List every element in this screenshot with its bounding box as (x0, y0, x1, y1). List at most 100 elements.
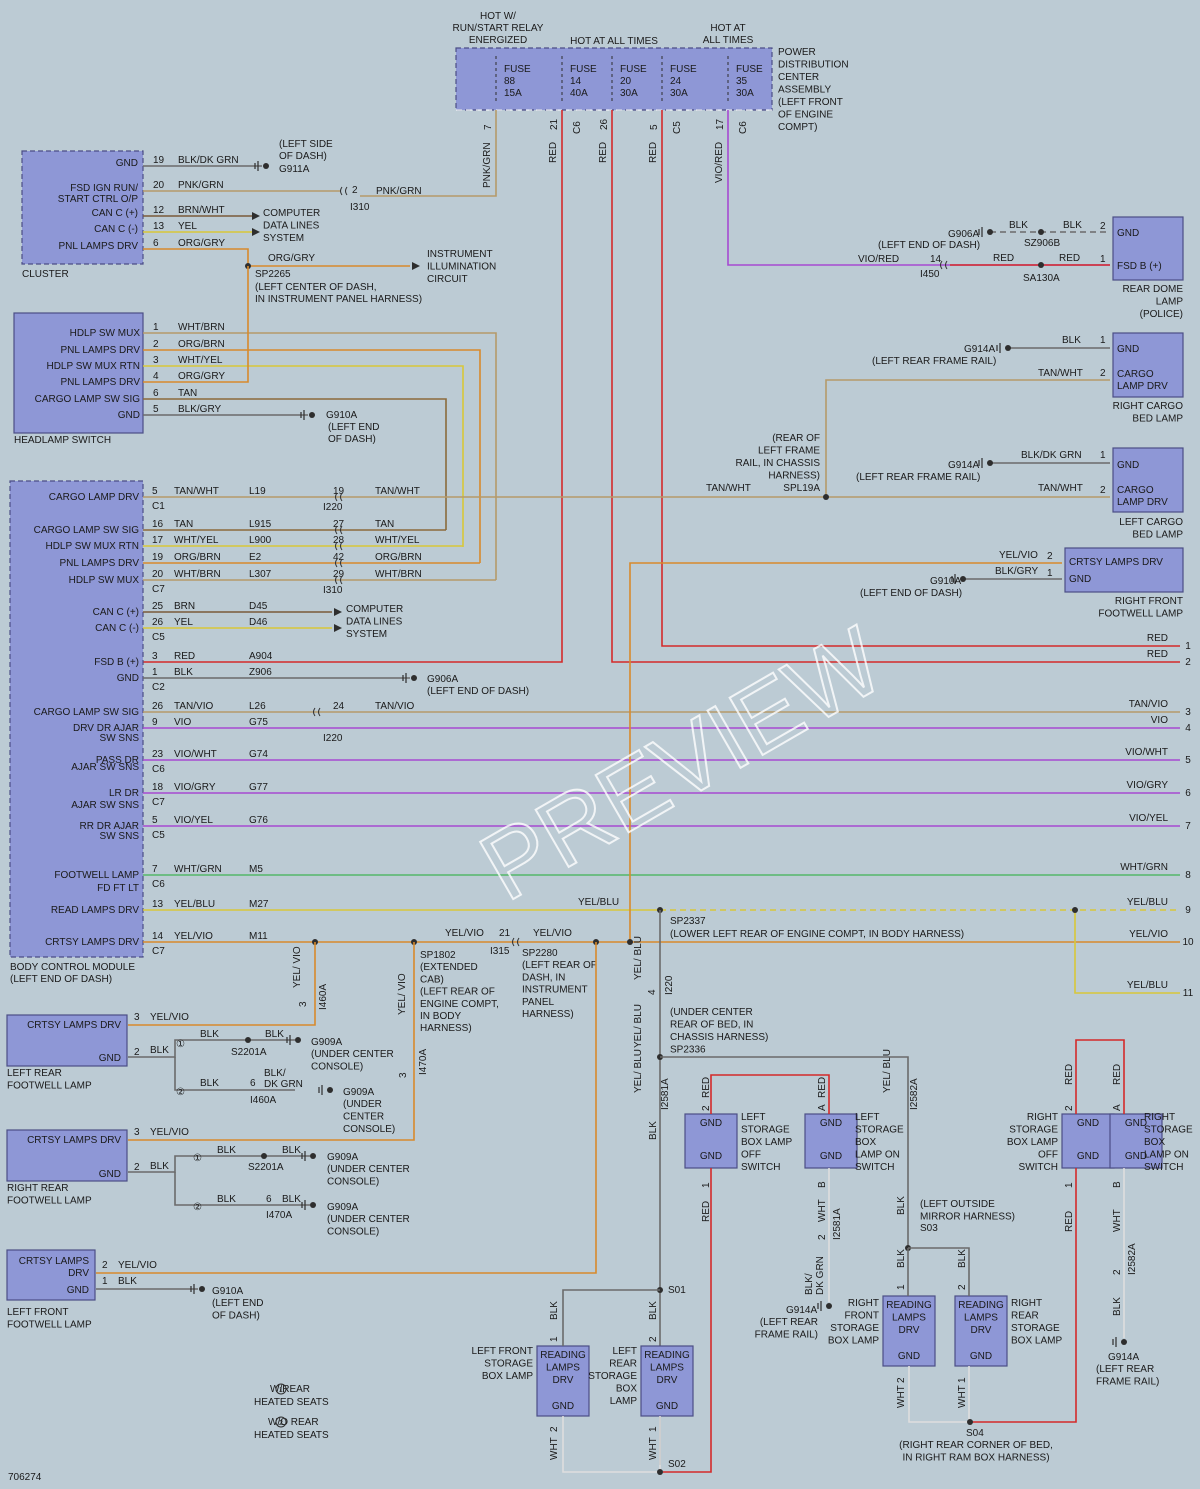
bcm-pin-num: 19 (152, 552, 164, 563)
legend-num: 2 (279, 1420, 283, 1427)
illum-label: CIRCUIT (427, 274, 468, 285)
spl19a-label: (REAR OF (772, 433, 820, 444)
wire-label: TAN/WHT (1038, 368, 1083, 379)
connector-pin: 4 (647, 989, 658, 995)
illum-label: INSTRUMENT (427, 249, 493, 260)
rf-box-title: FRONT (845, 1311, 879, 1322)
rf-footwell-pin: GND (1069, 574, 1091, 585)
pdc-title: (LEFT FRONT (778, 97, 843, 108)
right-cargo-title: BED LAMP (1132, 414, 1183, 425)
rr-box-title: RIGHT (1011, 1298, 1042, 1309)
headlamp-wire-label: ORG/BRN (178, 339, 225, 350)
lsb-on-switch-title: LEFT (855, 1112, 879, 1123)
bcm-circuit: L915 (249, 519, 272, 530)
bcm-wire-label: YEL (174, 617, 193, 628)
ground-location: CONSOLE) (327, 1177, 379, 1188)
sp2280-label: PANEL (522, 997, 554, 1008)
wire-label: BLK/GRY (995, 566, 1038, 577)
lsb-off-switch-title: STORAGE (741, 1125, 790, 1136)
wire-label: YEL/ BLU (633, 936, 644, 980)
fuse-number: 20 (620, 76, 632, 87)
wire-cargo-sw (143, 398, 447, 530)
wire-label: BLK (957, 1249, 968, 1268)
splice-location: (LEFT CENTER OF DASH, (255, 282, 377, 293)
pin-num: 1 (1100, 450, 1106, 461)
bcm-pin-label: CAN C (-) (95, 623, 139, 634)
cluster-pin-num: 6 (153, 238, 159, 249)
connector-id: I2582A (909, 1078, 920, 1110)
ground-mark (1112, 1337, 1117, 1347)
bcm-pin-num: 16 (152, 519, 164, 530)
bcm-pin-num: 3 (152, 651, 158, 662)
pdc-box (455, 47, 773, 111)
connector-pin: 14 (930, 254, 942, 265)
wire-label: RED (1112, 1064, 1123, 1085)
pin-num: 2 (1100, 368, 1106, 379)
bcm-inline-wire: WHT/BRN (375, 569, 422, 580)
bcm-sub-label: SW SNS (100, 733, 140, 744)
ground-g914a-lc (987, 460, 993, 466)
headlamp-pin-num: 4 (153, 371, 159, 382)
wire-rf-crtsy (629, 562, 1062, 942)
wire-label: BLK (896, 1249, 907, 1268)
fuse-pin: 7 (483, 124, 494, 130)
data-lines-label: SYSTEM (346, 629, 387, 640)
connector-pin: 2 (1112, 1269, 1123, 1275)
cluster-pin-label: PNL LAMPS DRV (59, 241, 139, 252)
fuse-pin: 5 (649, 124, 660, 130)
cluster-pin-label: CAN C (-) (94, 224, 138, 235)
connector-id: I2581A (832, 1208, 843, 1240)
pin-num: 1 (1100, 254, 1106, 265)
fuse-connector: C6 (572, 121, 583, 134)
connector-id: I470A (266, 1210, 292, 1221)
splice-location: (LOWER LEFT REAR OF ENGINE COMPT, IN BOD… (670, 929, 964, 940)
spl19a-label: LEFT FRAME (758, 446, 820, 457)
rr-footwell-pin: CRTSY LAMPS DRV (27, 1135, 121, 1146)
rr-box-lamp-pin: DRV (971, 1325, 992, 1336)
ground-location: OF DASH) (279, 151, 327, 162)
sp2280-label: SP2280 (522, 948, 558, 959)
lf-box-lamp-pin: GND (552, 1401, 574, 1412)
wire-label: RED (817, 1077, 828, 1098)
sp2336-label: (UNDER CENTER (670, 1007, 753, 1018)
sp1802-label: CAB) (420, 974, 444, 985)
ground-id: G914A (964, 344, 995, 355)
bcm-pin-num: 20 (152, 569, 164, 580)
bcm-inline-pin: 42 (333, 552, 345, 563)
bcm-sub-label: SW SNS (100, 831, 140, 842)
lsb-off-switch-title: BOX LAMP (741, 1137, 792, 1148)
output-number: 2 (1185, 657, 1191, 668)
headlamp-wire-label: WHT/BRN (178, 322, 225, 333)
headlamp-wire-label: TAN (178, 388, 197, 399)
wire-label: BLK (200, 1029, 219, 1040)
ground-location: (LEFT SIDE (279, 139, 333, 150)
cluster-wire-label: YEL (178, 221, 197, 232)
rr-box-title: REAR (1011, 1311, 1039, 1322)
bcm-inline-pin: 19 (333, 486, 345, 497)
legend-item: HEATED SEATS (254, 1397, 329, 1408)
bcm-circuit: Z906 (249, 667, 272, 678)
bcm-pin-label: FOOTWELL LAMP (54, 870, 139, 881)
connector-id: I460A (318, 984, 329, 1010)
wire-lr-gnd-1 (128, 1039, 295, 1058)
rf-footwell-title: FOOTWELL LAMP (1098, 609, 1183, 620)
diagram-id: 706274 (8, 1472, 42, 1483)
wire-label: DK GRN (264, 1079, 303, 1090)
wire-label: WHT (648, 1437, 659, 1460)
connector-icon (335, 492, 343, 502)
lf-footwell-pin: CRTSY LAMPS (19, 1256, 90, 1267)
bcm-wire-label: BRN (174, 601, 195, 612)
wire-s03-trunk (660, 1056, 909, 1248)
output-number: 3 (1185, 707, 1191, 718)
bcm-wire-label: VIO/WHT (174, 749, 217, 760)
ground-g914a-rc (1005, 345, 1011, 351)
wire-label: BLK (217, 1194, 236, 1205)
pin-num: A (817, 1104, 828, 1111)
pin-num: 3 (134, 1127, 140, 1138)
rsb-on-switch-pin: GND (1125, 1151, 1147, 1162)
lsb-off-switch-pin: GND (700, 1151, 722, 1162)
ground-location: (LEFT END OF DASH) (878, 240, 980, 251)
wire-label: BLK (896, 1196, 907, 1215)
preview-watermark: PREVIEW (463, 607, 900, 921)
wire-label: TAN/WHT (1038, 483, 1083, 494)
